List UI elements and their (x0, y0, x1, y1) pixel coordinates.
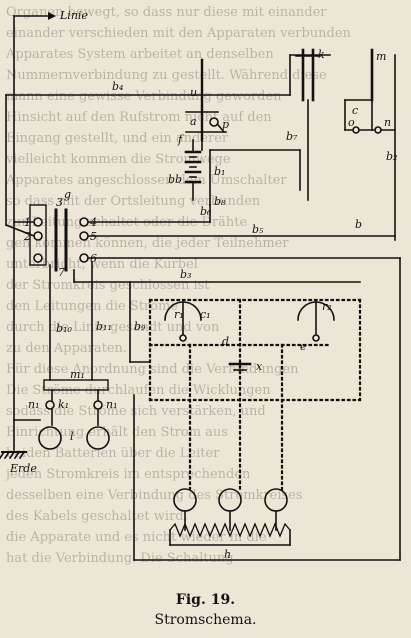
label-b3: b₃ (180, 268, 191, 281)
rheostat-circuit (148, 298, 362, 492)
label-f: f (177, 133, 184, 146)
battery-x: x d e (222, 335, 307, 373)
bleed-line: unterbricht, wenn die Kurbel (6, 257, 198, 272)
bleed-line: so dass mit der Ortsleitung verbunden (6, 194, 261, 209)
label-n1b: n₁ (106, 398, 118, 411)
label-b: b (355, 218, 362, 231)
line-terminal: Linie (13, 9, 88, 421)
bleed-line: des Kabels geschaltet wird. (6, 509, 188, 524)
circuit-diagram: Linie Erde b₄ u a p (0, 9, 401, 561)
label-b10: b₁₀ (56, 322, 72, 335)
bleed-line: durch die Linie gesandt und von (6, 320, 220, 335)
bleed-line: Nummernverbindung zu gestellt. Während d… (6, 68, 327, 83)
label-u: u (190, 86, 197, 99)
bleed-line: beiden Batterien über die Leiter (6, 446, 220, 461)
earth-terminal: Erde (0, 419, 37, 475)
label-k: k (318, 48, 325, 61)
figure-number: Fig. 19. (175, 592, 236, 608)
bleed-line: Organen bewegt, so dass nur diese mit ei… (6, 5, 327, 20)
label-d: d (222, 335, 229, 348)
commutator-switch: 1 2 3 4 5 6 7 g (23, 188, 97, 279)
bleed-line: vielleicht kommen die Stromwege (6, 152, 231, 167)
bleed-line: zu den Apparaten. (6, 341, 128, 356)
label-b11: b₁₁ (96, 320, 112, 333)
label-a: a (190, 115, 197, 128)
bleed-line: Für diese Anordnung sind die Verbindunge… (6, 362, 299, 377)
bleed-line: Die Ströme durchlaufen die Wicklungen (6, 383, 271, 398)
wire-b4: b₄ (5, 54, 331, 226)
terminal-7: 7 (58, 266, 65, 279)
bleed-line: sodass die Ströme sich verstärken, und (6, 404, 266, 419)
terminal-3: 3 (56, 196, 63, 209)
bleed-line: desselben eine Verbindung des Stromkreis… (6, 488, 303, 503)
bleed-line: Apparates System arbeitet an denselben (6, 47, 274, 62)
linie-label: Linie (59, 9, 88, 22)
label-b9: b₉ (134, 320, 146, 333)
label-b5: b₅ (252, 223, 264, 236)
label-b7: b₇ (286, 130, 298, 143)
label-b6: b₆ (200, 205, 212, 218)
label-g: g (64, 188, 71, 201)
label-h: h (224, 548, 231, 561)
label-b1: b₁ (214, 165, 225, 178)
terminal-2: 2 (23, 230, 31, 243)
label-r2: r₂ (322, 300, 332, 313)
lamp-row (173, 488, 288, 531)
label-b8: b₈ (214, 195, 226, 208)
bleed-line: gen kommen können, die jeder Teilnehmer (6, 236, 289, 251)
label-r1: r₁ (174, 308, 184, 321)
label-n1: n₁ (28, 398, 40, 411)
label-m: m (376, 50, 386, 63)
label-p: p (222, 118, 229, 131)
label-c: c (352, 104, 358, 117)
label-o: o (348, 116, 355, 129)
label-m1: m₁ (70, 368, 85, 381)
resistance-h: h (169, 522, 291, 561)
label-b4: b₄ (112, 80, 123, 93)
label-c1: c₁ (200, 308, 211, 321)
call-switch-assembly: u a p f (177, 58, 229, 151)
bleed-line: Hinsicht auf den Rufstrom nicht auf den (6, 110, 272, 125)
receiver-k: k b₇ (286, 48, 325, 201)
figure-title: Stromschema. (154, 612, 257, 628)
bus-wires: b₅ b b₆ b₃ (4, 204, 401, 561)
bleed-line: Apparates angeschlossen dem Umschalter (6, 173, 287, 188)
receiver-group-left: m₁ k₁ n₁ n₁ l (13, 368, 118, 450)
bleed-line: Eingang gestellt, und ein anderer (6, 131, 229, 146)
label-b2: b₂ (386, 150, 397, 163)
rheostat-r1: r₁ c₁ (164, 301, 211, 342)
bleed-line: hat die Verbindung. Die Schaltung (6, 551, 234, 566)
label-k1: k₁ (58, 398, 69, 411)
battery-bb: bb b₁ b₈ (168, 139, 301, 208)
feeders: b₁₀ b₁₁ b₉ (49, 261, 151, 381)
receiver-m: m c o n b₂ (344, 48, 397, 241)
bleed-line: einander verschieden mit den Apparaten v… (6, 26, 351, 41)
label-x: x (256, 360, 263, 373)
erde-label: Erde (9, 462, 37, 475)
label-n: n (384, 116, 391, 129)
label-e: e (300, 340, 307, 353)
label-l: l (70, 430, 74, 443)
label-bb: bb (168, 173, 182, 186)
bleed-line: mann eine gewisse Verbindung geworden (6, 89, 282, 104)
rheostat-r2: r₂ (297, 300, 335, 342)
